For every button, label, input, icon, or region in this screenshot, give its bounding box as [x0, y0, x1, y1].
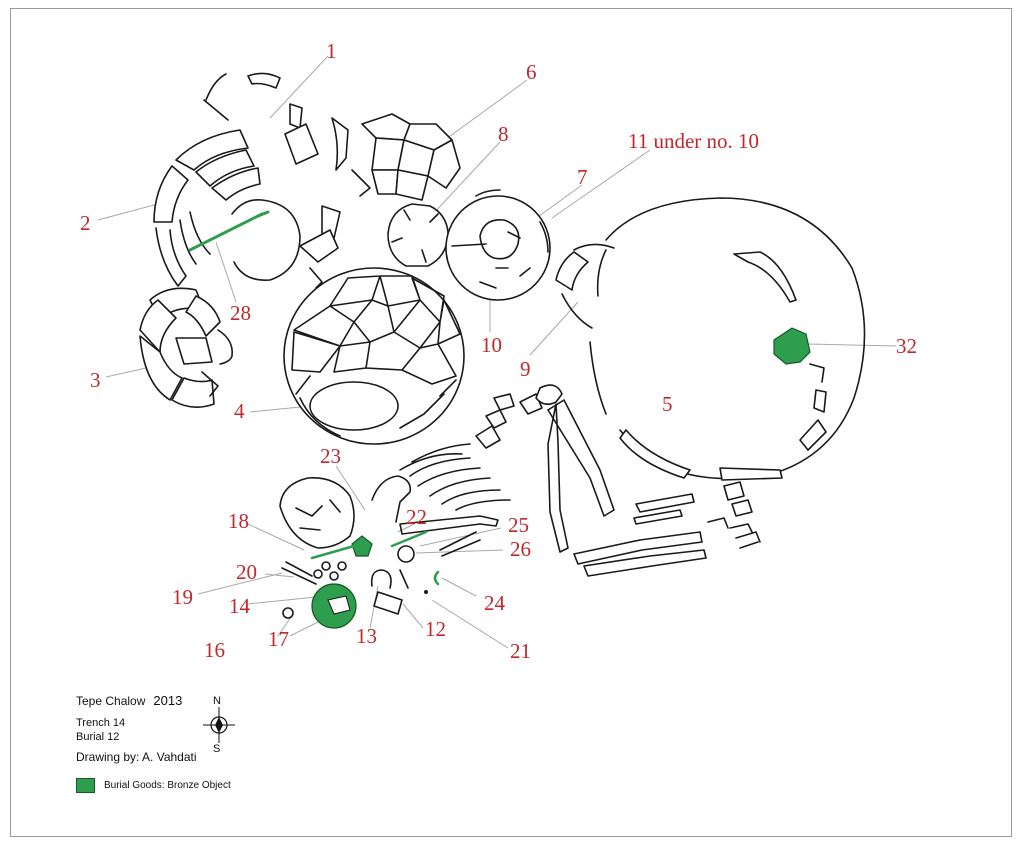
- vessel-8: [387, 203, 449, 267]
- bronze-objects: [188, 210, 811, 629]
- label-20: 20: [236, 560, 257, 584]
- skeleton: [279, 384, 761, 577]
- vessel-1-fragments: [203, 72, 341, 289]
- label-7: 7: [577, 165, 588, 189]
- label-32: 32: [896, 334, 917, 358]
- label-9: 9: [520, 357, 531, 381]
- vessel-3: [139, 287, 234, 408]
- trench-label: Trench 14: [76, 717, 126, 729]
- compass-rose-icon: [203, 707, 235, 743]
- label-11: 11 under no. 10: [628, 129, 759, 153]
- vessel-10: [445, 189, 551, 301]
- label-23: 23: [320, 444, 341, 468]
- label-4: 4: [234, 399, 245, 423]
- bronze-pin-28: [188, 212, 264, 252]
- label-17: 17: [268, 627, 289, 651]
- bronze-object-32: [773, 327, 811, 365]
- label-10: 10: [481, 333, 502, 357]
- label-21: 21: [510, 639, 531, 663]
- compass-north-label: N: [213, 695, 221, 707]
- north-arrow: N S: [199, 695, 239, 755]
- label-25: 25: [508, 513, 529, 537]
- label-28: 28: [230, 301, 251, 325]
- burial-label: Burial 12: [76, 731, 120, 743]
- excavation-year: 2013: [153, 693, 183, 708]
- label-22: 22: [406, 505, 427, 529]
- vessel-4: [283, 267, 465, 445]
- legend: Tepe Chalow 2013 Trench 14 Burial 12 Draw…: [76, 692, 231, 793]
- label-24: 24: [484, 591, 506, 615]
- label-14: 14: [229, 594, 251, 618]
- bronze-swatch: [76, 778, 95, 793]
- label-1: 1: [326, 39, 337, 63]
- compass-south-label: S: [213, 743, 221, 755]
- label-19: 19: [172, 585, 193, 609]
- small-finds: [281, 531, 481, 619]
- legend-key-label: Burial Goods: Bronze Object: [104, 780, 231, 791]
- site-name: Tepe Chalow: [76, 694, 146, 708]
- label-26: 26: [510, 537, 531, 561]
- label-18: 18: [228, 509, 249, 533]
- label-2: 2: [80, 211, 91, 235]
- vessel-6: [331, 113, 461, 201]
- drawing-frame: [10, 8, 1012, 837]
- label-3: 3: [90, 368, 101, 392]
- vessel-9: [555, 243, 615, 329]
- vessel-5: [589, 197, 866, 481]
- label-13: 13: [356, 624, 377, 648]
- label-6: 6: [526, 60, 537, 84]
- find-number-labels: 1 2 3 4 5 6 7 8 9 10 11 under no. 10 12 …: [80, 39, 917, 663]
- label-12: 12: [425, 617, 446, 641]
- bronze-object-18: [351, 535, 373, 557]
- drawing-credit: Drawing by: A. Vahdati: [76, 750, 197, 764]
- vessel-2: [153, 129, 301, 287]
- label-8: 8: [498, 122, 509, 146]
- label-16: 16: [204, 638, 225, 662]
- label-5: 5: [662, 392, 673, 416]
- legend-key-bronze: Burial Goods: Bronze Object: [76, 778, 231, 793]
